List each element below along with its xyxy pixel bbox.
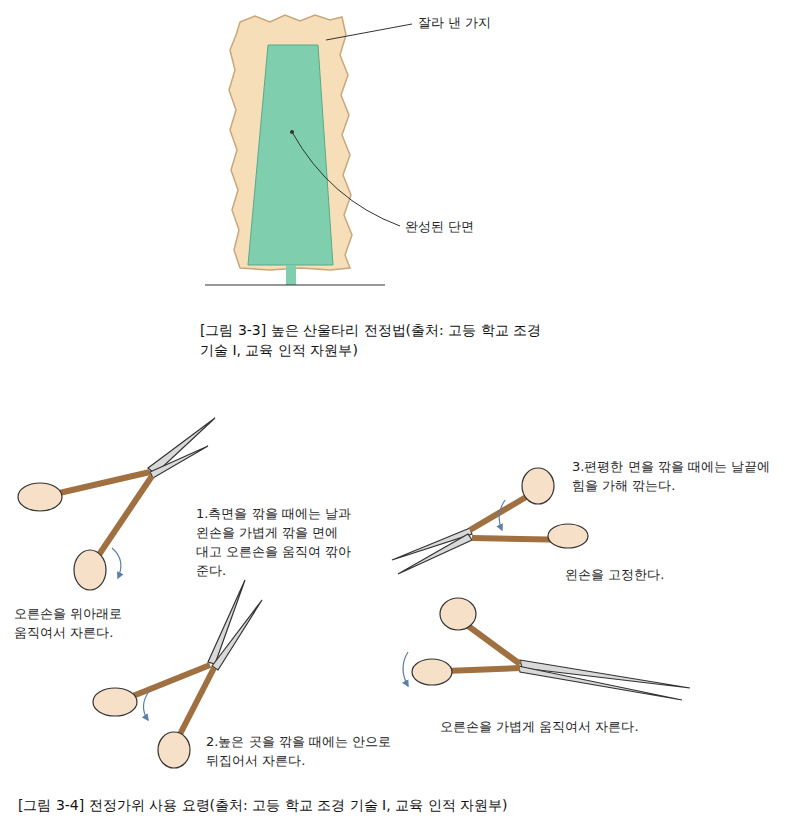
- part-label: 잘라 낸 가지: [418, 14, 491, 33]
- hand: [18, 483, 62, 511]
- hedge-figure: [205, 15, 412, 285]
- instruction-note: 오른손을 가볍게 움직여서 자른다.: [440, 718, 639, 737]
- handle: [176, 668, 214, 742]
- shears-side: [18, 418, 215, 590]
- blade: [398, 534, 472, 574]
- hand: [158, 732, 190, 768]
- figure-caption: [그림 3-3] 높은 산울타리 전정법(출처: 고등 학교 조경 기술 I, …: [200, 320, 545, 361]
- blade: [150, 446, 208, 478]
- cut-branches: [229, 15, 352, 270]
- hand: [522, 468, 554, 504]
- shears-light: [403, 598, 690, 700]
- shears-flat: [392, 468, 588, 574]
- instruction-note: 1.측면을 깎을 때에는 날과 왼손을 가볍게 깎을 면에 대고 오른손을 움직…: [196, 505, 361, 580]
- hand: [440, 598, 476, 630]
- motion-arrow: [112, 548, 121, 578]
- motion-arrow: [403, 652, 408, 686]
- motion-arrow: [499, 500, 505, 530]
- instruction-note: 오른손을 위아래로 움직여서 자른다.: [14, 605, 164, 643]
- motion-arrow: [143, 690, 150, 720]
- hand: [93, 688, 137, 716]
- ground-line: [205, 284, 385, 285]
- leader-line: [292, 132, 400, 226]
- blade: [212, 600, 262, 670]
- handle: [92, 476, 152, 565]
- instruction-note: 왼손을 고정한다.: [565, 566, 664, 585]
- blade: [148, 418, 215, 474]
- figure-caption: [그림 3-4] 전정가위 사용 요령(출처: 고등 학교 조경 기술 I, 교…: [18, 795, 507, 815]
- trunk: [286, 265, 296, 285]
- blade: [518, 666, 682, 700]
- instruction-note: 2.높은 곳을 깎을 때에는 안으로 뒤집어서 자른다.: [206, 733, 396, 771]
- finished-section: [248, 45, 333, 265]
- part-label: 완성된 단면: [405, 218, 474, 237]
- hand: [74, 550, 106, 590]
- leader-line: [326, 24, 412, 40]
- instruction-note: 3.편평한 면을 깎을 때에는 날끝에 힘을 가해 깎는다.: [572, 458, 782, 496]
- leader-dot: [290, 130, 294, 134]
- hand: [548, 524, 588, 548]
- hand: [412, 659, 452, 685]
